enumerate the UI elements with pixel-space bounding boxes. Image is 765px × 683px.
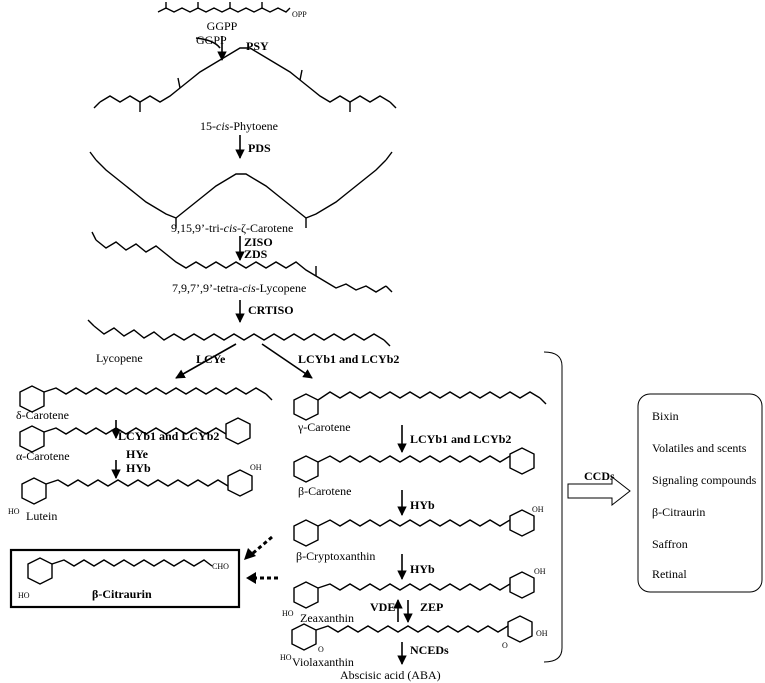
structure-beta-cryptoxanthin (293, 509, 535, 547)
enzyme-lcyb-upper: LCYb1 and LCYb2 (298, 352, 399, 366)
enzyme-lcyb-left: LCYb1 and LCYb2 (118, 429, 219, 443)
label-citraurin-cho: CHO (212, 562, 229, 571)
product-item: Volatiles and scents (652, 441, 747, 455)
enzyme-crtiso: CRTISO (248, 303, 294, 317)
label-delta-carotene: δ-Carotene (16, 408, 69, 422)
dashed-arrows-to-citraurin (244, 535, 278, 584)
structure-lycopene (87, 319, 391, 347)
label-lutein-ho: HO (8, 507, 20, 516)
pathway-bracket (543, 351, 563, 663)
label-zeaxanthin-ho: HO (282, 609, 294, 618)
enzyme-pds: PDS (248, 141, 271, 155)
structure-zeta-carotene (89, 151, 393, 228)
label-violaxanthin-ho: HO (280, 653, 292, 662)
label-zeaxanthin-oh: OH (534, 567, 546, 576)
structure-violaxanthin (291, 615, 533, 651)
enzyme-ziso: ZISO (244, 235, 273, 249)
label-violaxanthin: Violaxanthin (292, 655, 354, 669)
enzyme-zep: ZEP (420, 600, 443, 614)
product-item: Signaling compounds (652, 473, 757, 487)
label-zeaxanthin: Zeaxanthin (300, 611, 354, 625)
enzyme-hye: HYe (126, 447, 149, 461)
product-item: Bixin (652, 409, 679, 423)
structure-lutein (21, 469, 253, 505)
structure-beta-citraurin (27, 557, 213, 585)
label-phytoene: 15-cis-Phytoene (200, 119, 278, 133)
label-tetra-cis-lycopene: 7,9,7’,9’-tetra-cis-Lycopene (172, 281, 306, 295)
enzyme-lcyb-right: LCYb1 and LCYb2 (410, 432, 511, 446)
label-zeta-carotene: 9,15,9’-tri-cis-ζ-Carotene (171, 221, 293, 235)
enzyme-vde: VDE (370, 600, 395, 614)
label-lutein-oh: OH (250, 463, 262, 472)
label-opp: OPP (292, 10, 307, 19)
structure-zeaxanthin (293, 571, 535, 609)
structure-gamma-carotene (293, 391, 547, 421)
structure-tetra-cis-lycopene (91, 231, 393, 293)
product-item: Saffron (652, 537, 688, 551)
product-item: β-Citraurin (652, 505, 705, 519)
structure-phytoene (93, 47, 397, 112)
enzyme-hyb-1: HYb (410, 498, 435, 512)
label-lycopene: Lycopene (96, 351, 143, 365)
label-cryptoxanthin-oh: OH (532, 505, 544, 514)
label-violaxanthin-epoxide-right: O (502, 641, 508, 650)
reaction-arrows (111, 36, 413, 665)
structure-delta-carotene (19, 385, 273, 413)
label-gamma-carotene: γ-Carotene (297, 420, 351, 434)
label-beta-cryptoxanthin: β-Cryptoxanthin (296, 549, 375, 563)
enzyme-ccds: CCDs (584, 469, 615, 483)
beta-citraurin-box (9, 548, 241, 609)
ccds-hollow-arrow (567, 475, 631, 507)
structure-alpha-carotene (19, 417, 251, 453)
product-item: Retinal (652, 567, 687, 581)
label-ggpp-cosubstrate: GGPP (196, 33, 227, 47)
enzyme-zds: ZDS (244, 247, 268, 261)
label-beta-citraurin: β-Citraurin (92, 587, 152, 601)
enzyme-nceds: NCEDs (410, 643, 449, 657)
enzyme-hyb-2: HYb (410, 562, 435, 576)
enzyme-hyb-left: HYb (126, 461, 151, 475)
label-ggpp-substrate: GGPP (207, 19, 238, 33)
ccd-products-box (637, 393, 763, 593)
label-lutein: Lutein (26, 509, 57, 523)
label-aba: Abscisic acid (ABA) (340, 668, 441, 682)
structure-ggpp (157, 2, 291, 13)
label-violaxanthin-oh: OH (536, 629, 548, 638)
label-alpha-carotene: α-Carotene (16, 449, 70, 463)
label-violaxanthin-epoxide-left: O (318, 645, 324, 654)
enzyme-psy: PSY (246, 39, 269, 53)
structure-beta-carotene (293, 447, 535, 483)
label-citraurin-ho: HO (18, 591, 30, 600)
label-beta-carotene: β-Carotene (298, 484, 351, 498)
